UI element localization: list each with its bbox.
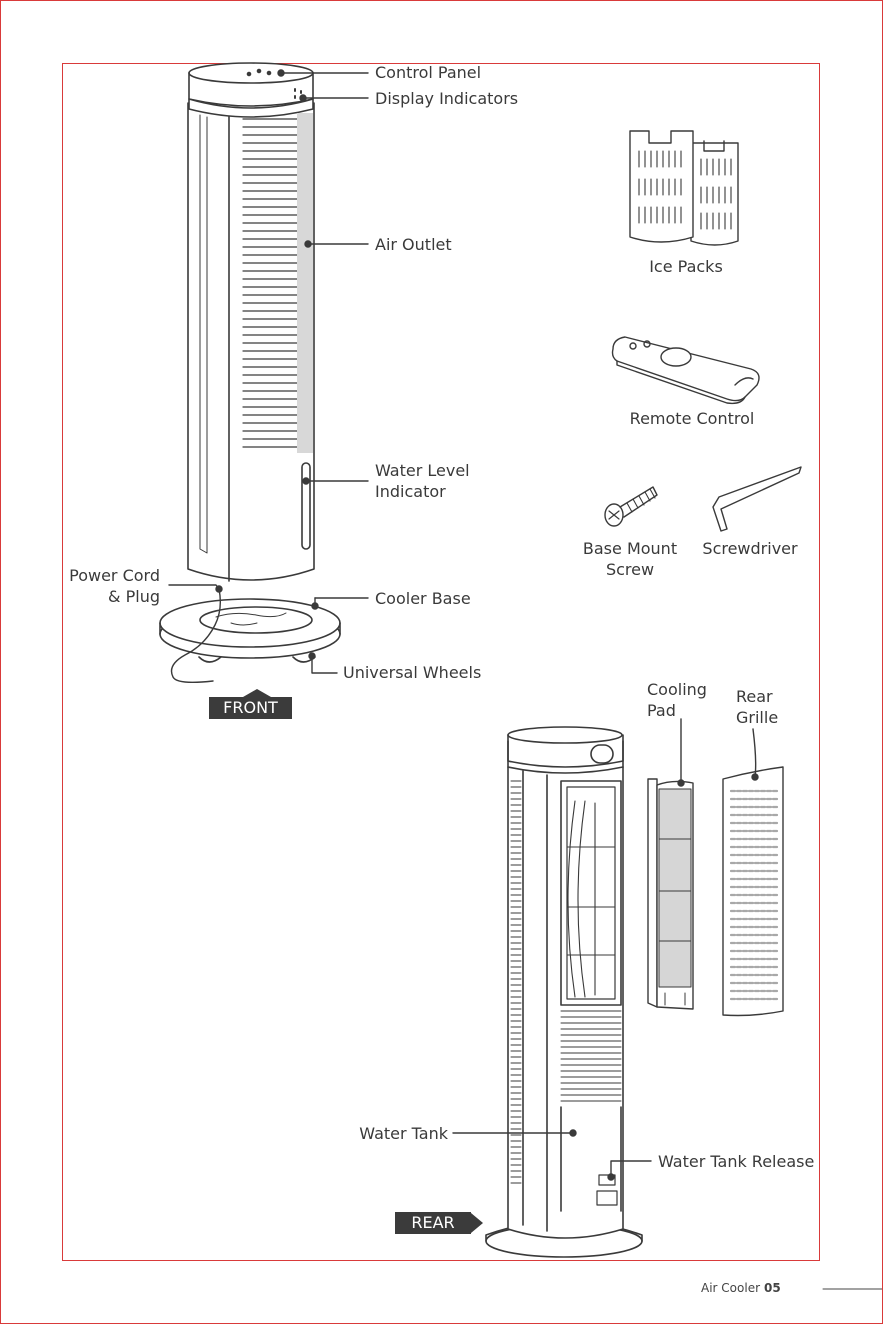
page-footer: Air Cooler 05 xyxy=(701,1281,821,1295)
footer-title: Air Cooler xyxy=(701,1281,760,1295)
front-tower-illustration xyxy=(160,63,340,682)
label-water-tank: Water Tank xyxy=(341,1123,448,1144)
label-screwdriver: Screwdriver xyxy=(695,538,805,559)
rear-arrow xyxy=(471,1213,483,1233)
label-water-level-line2: Indicator xyxy=(375,481,470,502)
label-base-mount-line1: Base Mount xyxy=(575,538,685,559)
front-arrow xyxy=(243,689,271,697)
label-water-tank-release: Water Tank Release xyxy=(658,1151,814,1172)
label-rear-grille: Rear Grille xyxy=(736,686,778,728)
remote-control-illustration xyxy=(613,337,760,403)
base-mount-screw-illustration xyxy=(605,487,657,526)
rear-tower-illustration xyxy=(486,727,642,1257)
label-water-level-line1: Water Level xyxy=(375,460,470,481)
label-control-panel: Control Panel xyxy=(375,62,481,83)
label-power-cord-line2: & Plug xyxy=(63,586,160,607)
label-cooling-pad-line2: Pad xyxy=(647,700,707,721)
label-display-indicators: Display Indicators xyxy=(375,88,518,109)
rear-tag: REAR xyxy=(395,1212,471,1234)
rear-grille-illustration xyxy=(723,767,783,1016)
label-cooler-base: Cooler Base xyxy=(375,588,471,609)
label-universal-wheels: Universal Wheels xyxy=(343,662,481,683)
cooling-pad-illustration xyxy=(648,779,693,1009)
label-rear-grille-line1: Rear xyxy=(736,686,778,707)
screwdriver-illustration xyxy=(713,467,801,531)
label-remote-control: Remote Control xyxy=(617,408,767,429)
label-water-level-indicator: Water Level Indicator xyxy=(375,460,470,502)
ice-packs-illustration xyxy=(630,131,738,245)
label-power-cord-line1: Power Cord xyxy=(63,565,160,586)
label-cooling-pad: Cooling Pad xyxy=(647,679,707,721)
front-tag: FRONT xyxy=(209,697,292,719)
label-base-mount-screw: Base Mount Screw xyxy=(575,538,685,580)
label-rear-grille-line2: Grille xyxy=(736,707,778,728)
label-ice-packs: Ice Packs xyxy=(631,256,741,277)
label-base-mount-line2: Screw xyxy=(575,559,685,580)
label-air-outlet: Air Outlet xyxy=(375,234,452,255)
label-power-cord: Power Cord & Plug xyxy=(63,565,160,607)
label-cooling-pad-line1: Cooling xyxy=(647,679,707,700)
page-number: 05 xyxy=(764,1281,781,1295)
